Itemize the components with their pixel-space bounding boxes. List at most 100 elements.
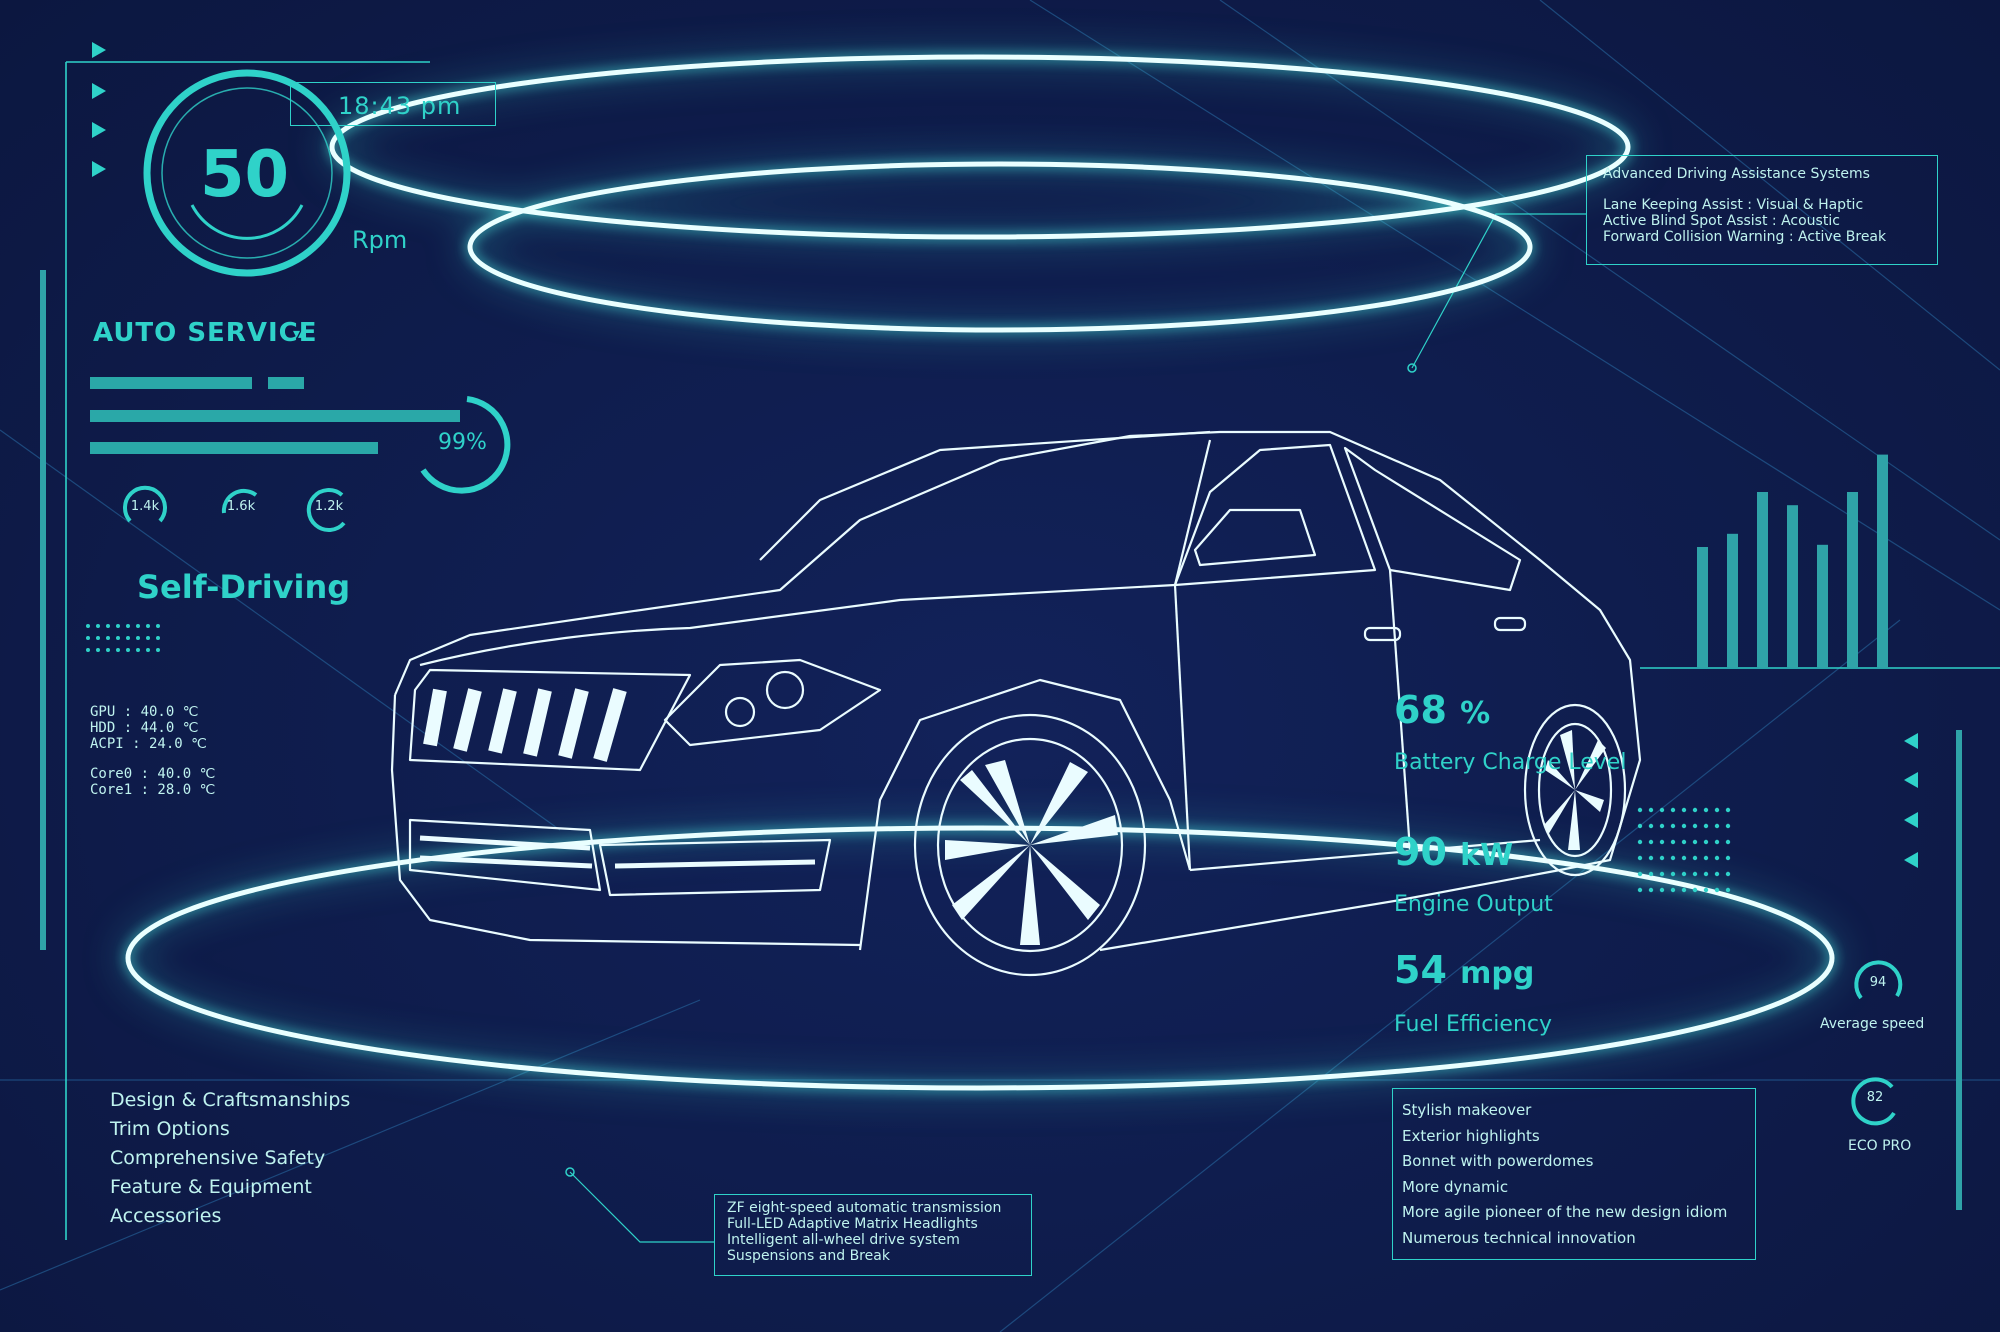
- grid-dot: [1670, 855, 1676, 861]
- auto-service-caret-icon[interactable]: ▾▴: [293, 326, 305, 342]
- grid-dot: [1692, 855, 1698, 861]
- grid-dot: [1714, 823, 1720, 829]
- grid-dot: [96, 636, 100, 640]
- system-temps: GPU : 40.0 ℃ HDD : 44.0 ℃ ACPI : 24.0 ℃: [90, 704, 207, 752]
- grid-dot: [1692, 871, 1698, 877]
- grid-dot: [1725, 887, 1731, 893]
- grid-dot: [1637, 871, 1643, 877]
- grid-dot: [1692, 823, 1698, 829]
- grid-dot: [1637, 855, 1643, 861]
- mini-gauge-label: 1.2k: [314, 499, 344, 514]
- grid-dot: [156, 648, 160, 652]
- menu-item-features[interactable]: Feature & Equipment: [110, 1176, 312, 1198]
- grid-dot: [126, 624, 130, 628]
- grid-dot: [1670, 823, 1676, 829]
- eco-pro-gauge: 82: [1848, 1073, 1902, 1127]
- mini-gauge-label: 1.4k: [130, 499, 160, 514]
- mini-gauge-1: 1.4k: [120, 483, 170, 533]
- self-driving-label[interactable]: Self-Driving: [137, 568, 351, 606]
- adas-title: Advanced Driving Assistance Systems: [1603, 166, 1870, 182]
- styling-line: Bonnet with powerdomes: [1402, 1152, 1594, 1170]
- grid-dot: [1648, 855, 1654, 861]
- menu-item-trim[interactable]: Trim Options: [110, 1118, 230, 1140]
- eco-pro-label: ECO PRO: [1848, 1138, 1912, 1154]
- average-speed-gauge: 94: [1851, 958, 1905, 1012]
- service-bar-1a: [90, 377, 252, 389]
- average-speed-label: Average speed: [1820, 1016, 1925, 1032]
- grid-dot: [1714, 807, 1720, 813]
- menu-item-safety[interactable]: Comprehensive Safety: [110, 1147, 326, 1169]
- grid-dot: [1703, 823, 1709, 829]
- mini-gauge-2: 1.6k: [216, 483, 266, 533]
- grid-dot: [1703, 855, 1709, 861]
- core1-temp: Core1 : 28.0 ℃: [90, 782, 216, 798]
- grid-dot: [1670, 807, 1676, 813]
- grid-dot: [86, 636, 90, 640]
- grid-dot: [1681, 839, 1687, 845]
- gpu-temp: GPU : 40.0 ℃: [90, 704, 199, 720]
- grid-dot: [116, 648, 120, 652]
- mini-gauge-ring-icon: [123, 485, 167, 523]
- fuel-value: 54 mpg: [1394, 948, 1534, 992]
- grid-dot: [1692, 807, 1698, 813]
- adas-features: Lane Keeping Assist : Visual & Haptic Ac…: [1603, 197, 1886, 245]
- mini-gauge-ring-icon: [221, 488, 258, 514]
- acpi-temp: ACPI : 24.0 ℃: [90, 736, 207, 752]
- engine-unit: kW: [1460, 838, 1514, 873]
- spec-panel: [714, 1194, 1032, 1276]
- grid-dot: [136, 624, 140, 628]
- grid-dot: [1637, 823, 1643, 829]
- grid-dot: [156, 624, 160, 628]
- average-speed-value: 94: [1869, 975, 1887, 990]
- average-speed-ring-icon: [1854, 960, 1903, 1000]
- fuel-label: Fuel Efficiency: [1394, 1012, 1553, 1037]
- eco-pro-ring-icon: [1851, 1077, 1896, 1126]
- spec-line: Intelligent all-wheel drive system: [727, 1232, 960, 1248]
- mini-gauge-label: 1.6k: [226, 499, 256, 514]
- grid-dot: [1692, 839, 1698, 845]
- menu-item-design[interactable]: Design & Craftsmanships: [110, 1089, 351, 1111]
- fuel-unit: mpg: [1460, 956, 1535, 991]
- adas-line: Forward Collision Warning : Active Break: [1603, 229, 1887, 245]
- grid-dot: [1659, 887, 1665, 893]
- auto-service-title[interactable]: AUTO SERVICE: [93, 318, 318, 348]
- grid-dot: [1659, 839, 1665, 845]
- grid-dot: [1725, 855, 1731, 861]
- time-box: [290, 82, 496, 126]
- styling-line: More agile pioneer of the new design idi…: [1402, 1203, 1728, 1221]
- grid-dot: [1681, 807, 1687, 813]
- grid-dot: [1681, 823, 1687, 829]
- floor-ring: [125, 825, 1835, 1091]
- grid-dot: [116, 624, 120, 628]
- grid-dot: [1725, 839, 1731, 845]
- activity-bar: [1727, 533, 1738, 668]
- styling-line: Exterior highlights: [1402, 1126, 1540, 1145]
- grid-dot: [96, 624, 100, 628]
- grid-dot: [1637, 887, 1643, 893]
- styling-line: Numerous technical innovation: [1402, 1228, 1636, 1247]
- styling-list: Stylish makeover Exterior highlights Bon…: [1402, 1098, 1727, 1251]
- grid-dot: [1703, 807, 1709, 813]
- grid-dot: [1648, 839, 1654, 845]
- styling-line: More dynamic: [1402, 1177, 1509, 1196]
- top-ring-small: [467, 161, 1533, 333]
- spec-list: ZF eight-speed automatic transmission Fu…: [727, 1200, 1001, 1264]
- service-bar-1b: [268, 377, 304, 389]
- grid-dot: [1692, 887, 1698, 893]
- grid-dot: [1714, 839, 1720, 845]
- grid-dot: [1681, 887, 1687, 893]
- adas-line: Lane Keeping Assist : Visual & Haptic: [1603, 197, 1864, 213]
- menu-item-accessories[interactable]: Accessories: [110, 1205, 222, 1227]
- grid-dot: [1714, 855, 1720, 861]
- eco-pro-value: 82: [1866, 1090, 1884, 1105]
- spec-line: Full-LED Adaptive Matrix Headlights: [727, 1216, 978, 1232]
- grid-dot: [106, 624, 110, 628]
- battery-value: 68 %: [1394, 688, 1490, 732]
- service-bar-3: [90, 442, 378, 454]
- grid-dot: [1648, 871, 1654, 877]
